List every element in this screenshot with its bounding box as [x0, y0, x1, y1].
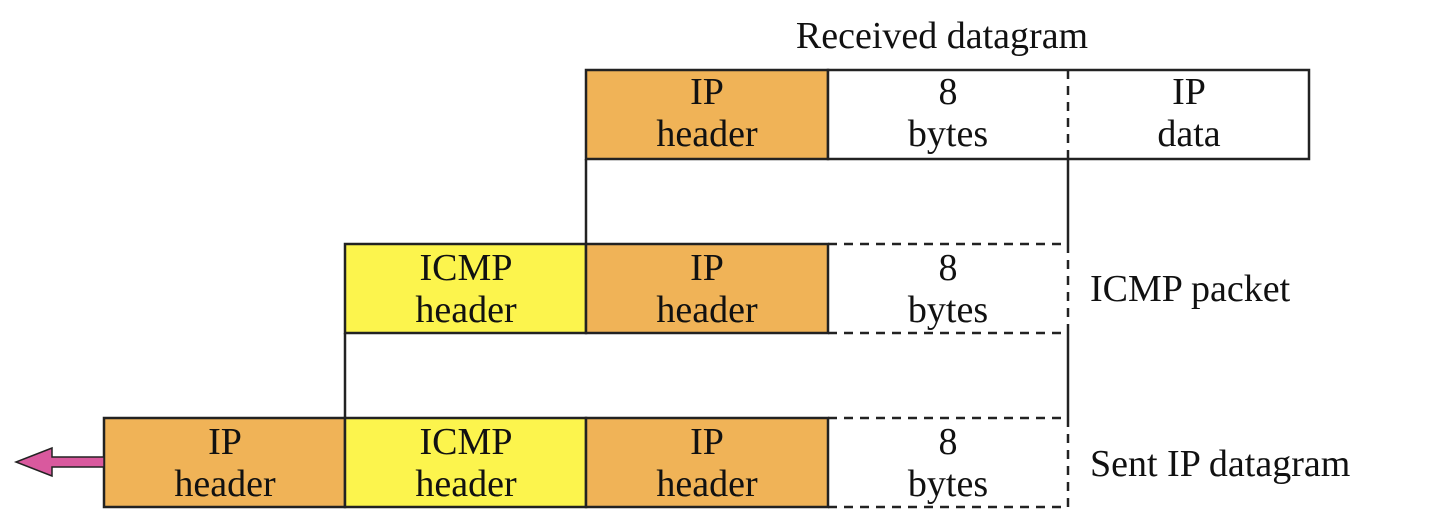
- icmp-8-bytes-line2: bytes: [908, 289, 988, 331]
- received-datagram-label: Received datagram: [796, 15, 1088, 57]
- sent-inner-ip-header-line2: header: [656, 463, 758, 505]
- sent-icmp-header-cell: [343, 416, 588, 509]
- received-ip-data-line1: IP: [1172, 71, 1206, 113]
- received-8-bytes-line1: 8: [939, 71, 958, 113]
- send-arrow-icon: [13, 446, 105, 478]
- sent-ip-header-line1: IP: [208, 421, 242, 463]
- sent-icmp-header-line1: ICMP: [420, 421, 513, 463]
- received-ip-header-line2: header: [656, 113, 758, 155]
- sent-inner-ip-header-line1: IP: [690, 421, 724, 463]
- send-arrow-shape: [13, 446, 105, 478]
- icmp-ip-header-line1: IP: [690, 247, 724, 289]
- icmp-ip-header-line2: header: [656, 289, 758, 331]
- icmp-ip-header-cell: [584, 242, 830, 335]
- received-ip-data-line2: data: [1157, 113, 1220, 155]
- sent-ip-datagram: IP header ICMP header IP header 8 bytes: [102, 416, 1070, 509]
- icmp-8-bytes-line1: 8: [939, 247, 958, 289]
- sent-ip-datagram-label: Sent IP datagram: [1090, 443, 1350, 485]
- icmp-packet-label: ICMP packet: [1090, 268, 1291, 310]
- icmp-packet: ICMP header IP header 8 bytes: [343, 242, 1070, 335]
- sent-icmp-header-line2: header: [415, 463, 517, 505]
- icmp-header-cell: [343, 242, 588, 335]
- received-8-bytes-line2: bytes: [908, 113, 988, 155]
- received-rest-cell: [826, 68, 1311, 161]
- sent-8-bytes-line2: bytes: [908, 463, 988, 505]
- icmp-header-line1: ICMP: [420, 247, 513, 289]
- sent-8-bytes-line1: 8: [939, 421, 958, 463]
- icmp-header-line2: header: [415, 289, 517, 331]
- received-datagram: IP header 8 bytes IP data: [584, 68, 1311, 161]
- sent-inner-ip-header-cell: [584, 416, 830, 509]
- received-ip-header-cell: [584, 68, 830, 161]
- sent-ip-header-line2: header: [174, 463, 276, 505]
- received-ip-header-line1: IP: [690, 71, 724, 113]
- sent-ip-header-cell: [102, 416, 347, 509]
